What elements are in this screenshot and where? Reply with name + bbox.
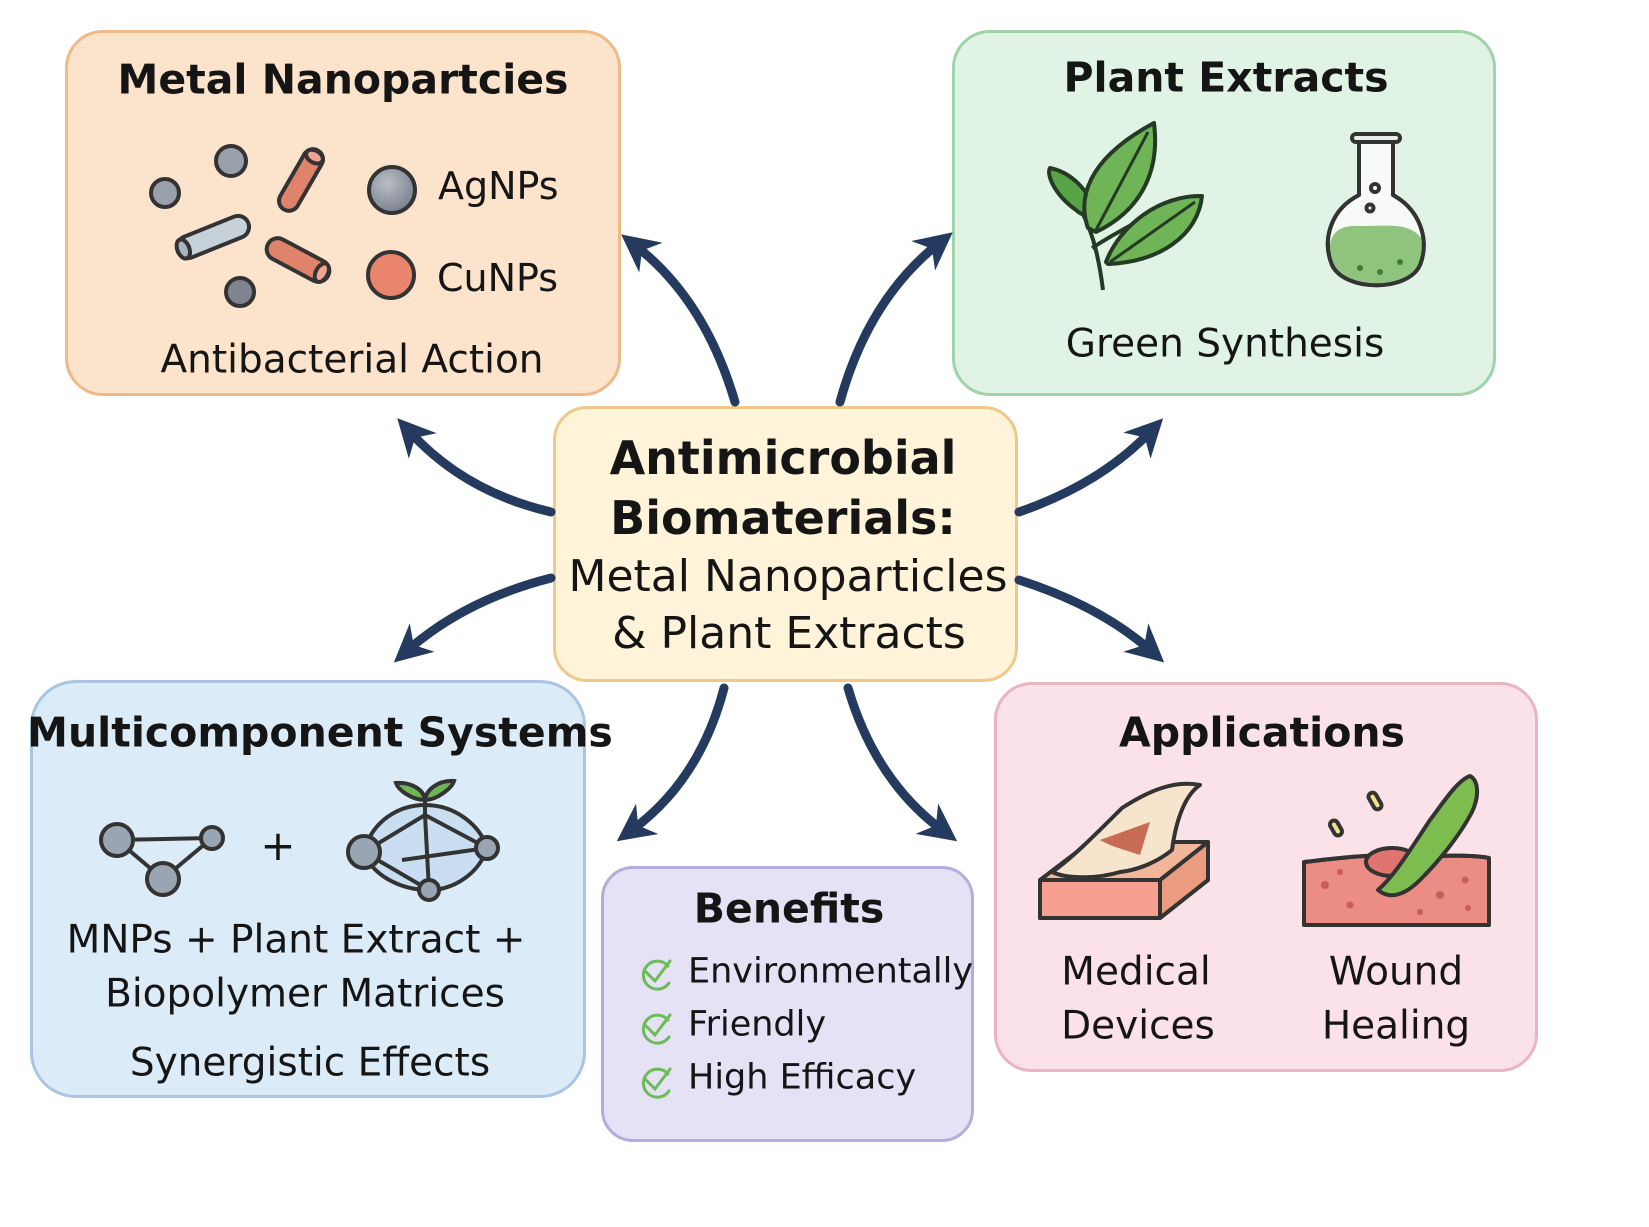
agnps-sphere-icon [367, 165, 417, 215]
cunps-label: CuNPs [437, 256, 559, 300]
arrow-to-multicomponent [393, 573, 556, 663]
wound-healing-line2: Healing [1321, 1003, 1471, 1049]
arrow-to-benefits [616, 683, 729, 842]
medical-devices-line2: Devices [1061, 1003, 1215, 1049]
benefit-item: High Efficacy [688, 1057, 917, 1098]
leaf-icon [1047, 121, 1204, 291]
applications-title: Applications [1119, 708, 1405, 757]
plus-sign: + [260, 821, 296, 870]
arrow-to-metal-top [621, 234, 740, 407]
antibacterial-action-caption: Antibacterial Action [160, 337, 544, 383]
wound-healing-line1: Wound [1328, 949, 1464, 995]
arrow-to-applications [1014, 575, 1165, 663]
molecule-icon [99, 822, 225, 897]
arrow-to-plant-right [1014, 418, 1164, 517]
multicomponent-box [30, 680, 586, 1098]
check-icon-2 [641, 1013, 672, 1045]
arrow-to-metal-left [397, 418, 556, 517]
check-icon-3 [641, 1067, 672, 1099]
plant-network-icon [346, 778, 500, 902]
center-box [553, 406, 1018, 682]
green-synthesis-caption: Green Synthesis [1065, 321, 1385, 367]
benefit-item: Environmentally [688, 951, 974, 992]
center-subtitle-line1: Metal Nanoparticles [568, 551, 1008, 602]
agnps-label: AgNPs [438, 164, 559, 208]
wound-healing-icon [1302, 774, 1491, 927]
check-icon-1 [641, 959, 672, 991]
flask-icon [1325, 132, 1426, 288]
cunps-sphere-icon [366, 250, 416, 300]
nanoparticles-icon [149, 144, 332, 308]
tissue-texture [1321, 869, 1471, 915]
formula-line1: MNPs + Plant Extract + [66, 917, 526, 963]
benefit-item: Friendly [688, 1004, 827, 1045]
center-subtitle-line2: & Plant Extracts [612, 608, 966, 659]
metal-nanoparticles-title: Metal Nanopartcies [117, 55, 569, 104]
arrow-to-applications-lower [843, 683, 958, 842]
medical-devices-line1: Medical [1061, 949, 1211, 995]
arrow-to-plant-top [835, 232, 953, 407]
formula-line2: Biopolymer Matrices [105, 971, 505, 1017]
benefits-title: Benefits [693, 884, 885, 933]
center-title-line2: Biomaterials: [610, 491, 956, 545]
center-title-line1: Antimicrobial [609, 431, 957, 485]
synergistic-effects-caption: Synergistic Effects [129, 1040, 491, 1086]
multicomponent-title: Multicomponent Systems [27, 708, 613, 757]
metal-nanoparticles-box [65, 30, 621, 396]
medical-device-icon [1038, 781, 1210, 920]
plant-extracts-title: Plant Extracts [1063, 53, 1389, 102]
